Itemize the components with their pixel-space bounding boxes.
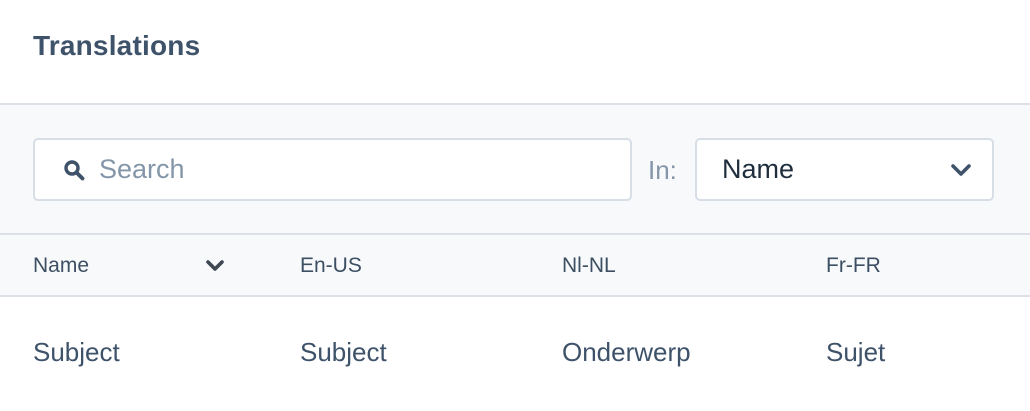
page-header: Translations [0,0,1030,105]
cell-en-us: Subject [300,337,387,367]
cell-name: Subject [33,337,120,367]
chevron-down-icon [950,163,972,177]
in-label: In: [648,155,677,185]
column-header-nl-nl: Nl-NL [562,254,616,277]
select-value: Name [722,154,795,184]
filter-bar: In: Name [0,105,1030,235]
column-header-fr-fr: Fr-FR [826,254,881,277]
column-header-en-us: En-US [300,254,362,277]
search-box[interactable] [33,138,632,201]
table-row[interactable]: Subject Subject Onderwerp Sujet [0,297,1030,409]
chevron-down-icon[interactable] [204,258,226,274]
search-input[interactable] [99,154,599,185]
search-icon [63,159,85,181]
table-header: Name En-US Nl-NL Fr-FR [0,235,1030,297]
cell-fr-fr: Sujet [826,337,886,367]
column-header-name[interactable]: Name [33,254,90,277]
search-field-select[interactable]: Name [695,138,994,201]
page-title: Translations [33,30,201,61]
cell-nl-nl: Onderwerp [562,337,691,367]
